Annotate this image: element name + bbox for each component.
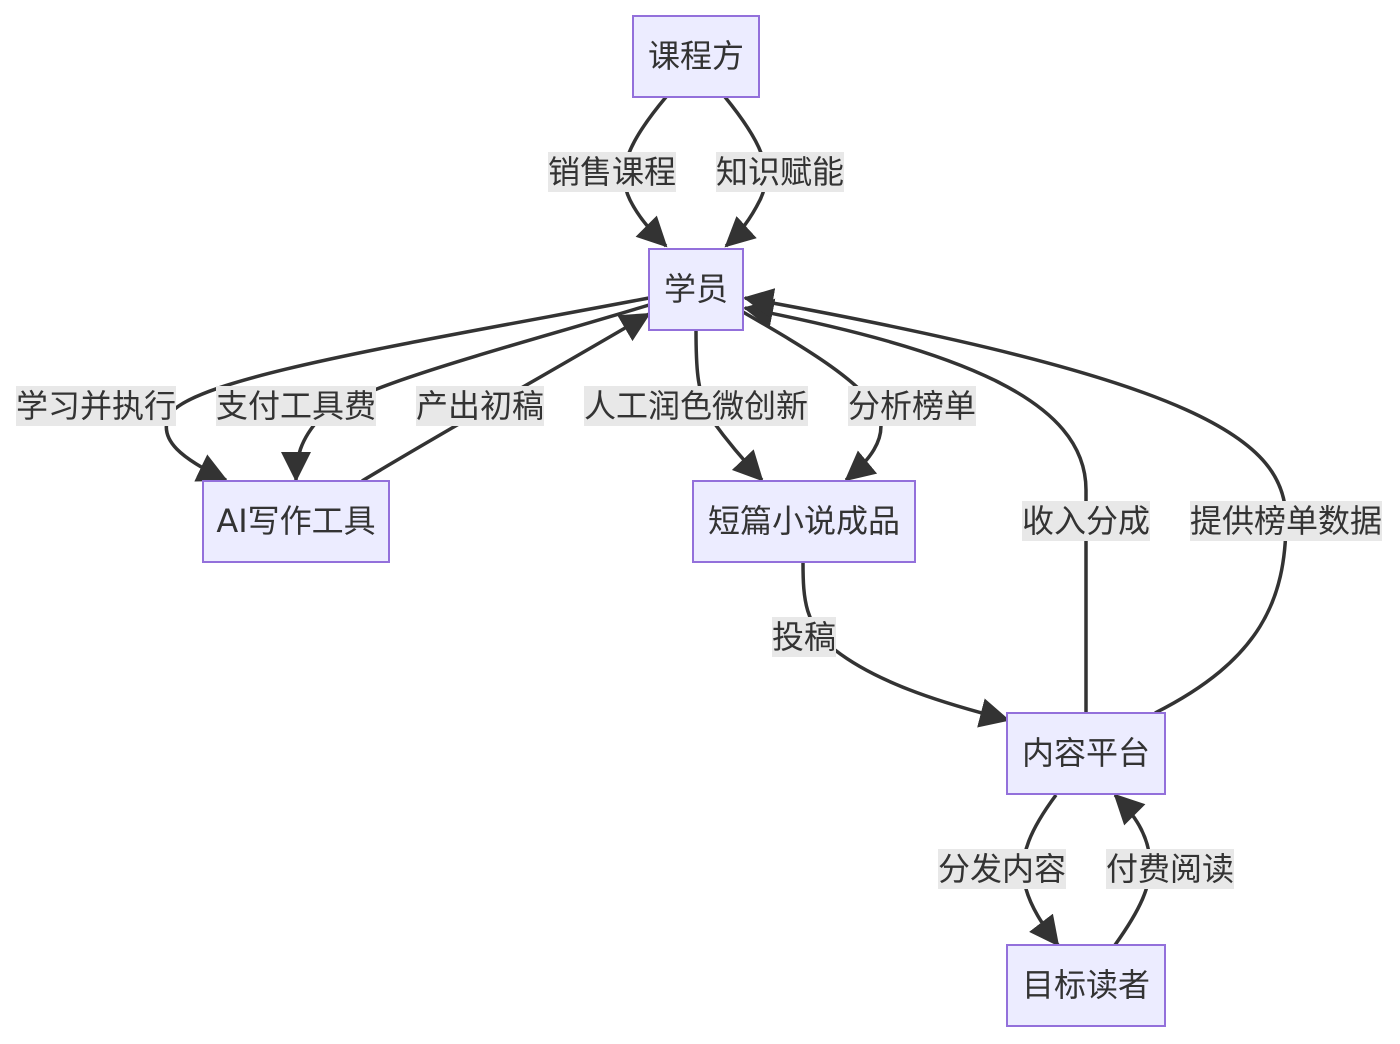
node-ai-tool[interactable]: AI写作工具 [202, 480, 390, 563]
edge-learn-execute [164, 296, 650, 482]
edge-knowledge [723, 95, 768, 248]
edge-label-learn-execute: 学习并执行 [16, 387, 176, 425]
edge-label-sell-course: 销售课程 [548, 153, 676, 191]
node-label-reader: 目标读者 [1022, 966, 1150, 1004]
edge-submit [801, 561, 1010, 728]
node-reader[interactable]: 目标读者 [1006, 944, 1166, 1027]
edge-rank-data [743, 288, 1288, 715]
edge-label-submit: 投稿 [772, 618, 836, 656]
node-label-ai-tool: AI写作工具 [216, 502, 375, 540]
node-story[interactable]: 短篇小说成品 [692, 480, 916, 563]
edge-labels: 销售课程 知识赋能 学习并执行 支付工具费 产出初稿 人工润色微创新 分析榜单 … [16, 152, 1382, 889]
edge-sell-course [622, 95, 668, 248]
node-label-story: 短篇小说成品 [708, 502, 900, 540]
edge-label-paid-read: 付费阅读 [1106, 850, 1234, 888]
edge-label-pay-tool: 支付工具费 [216, 387, 376, 425]
node-student[interactable]: 学员 [648, 248, 744, 331]
node-label-platform: 内容平台 [1022, 734, 1150, 772]
node-platform[interactable]: 内容平台 [1006, 712, 1166, 795]
nodes: 课程方 学员 AI写作工具 短篇小说成品 内容平台 目标读者 [202, 15, 1166, 1027]
edge-label-analyze: 分析榜单 [848, 387, 976, 425]
edge-label-distribute: 分发内容 [938, 850, 1066, 888]
edge-label-polish: 人工润色微创新 [584, 387, 808, 425]
edge-label-knowledge: 知识赋能 [716, 153, 844, 191]
node-label-student: 学员 [664, 270, 728, 308]
edge-label-revenue: 收入分成 [1022, 502, 1150, 540]
edge-label-draft: 产出初稿 [416, 387, 544, 425]
node-course-provider[interactable]: 课程方 [632, 15, 760, 98]
edge-label-rank-data: 提供榜单数据 [1190, 502, 1382, 540]
edge-revenue [743, 298, 1088, 714]
node-label-course-provider: 课程方 [648, 37, 744, 75]
